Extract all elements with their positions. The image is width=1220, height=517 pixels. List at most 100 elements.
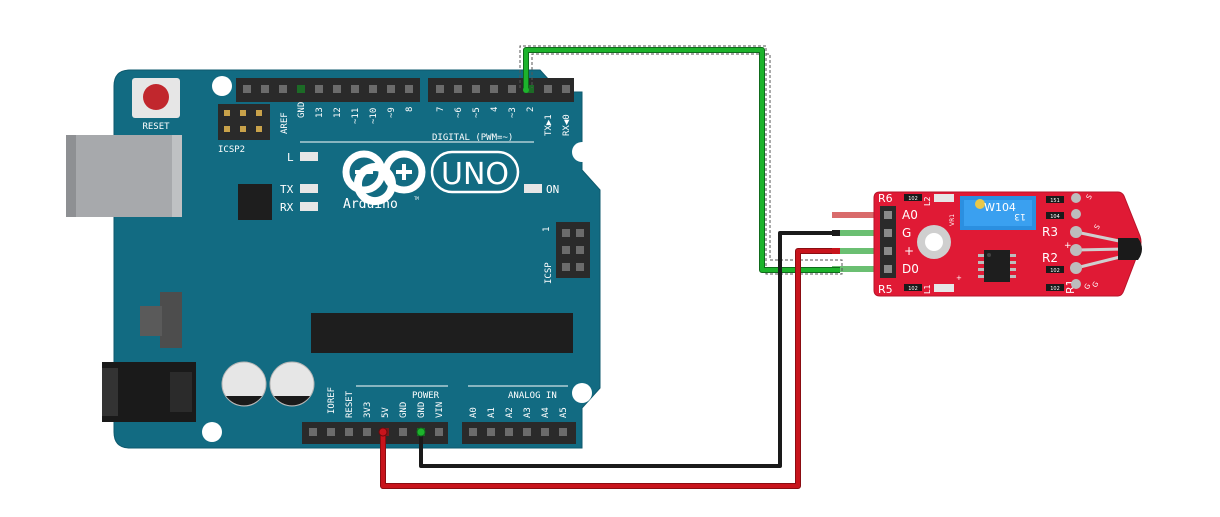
icsp-header [556,222,590,278]
digital-header-label: DIGITAL (PWM=~) [432,133,513,143]
pin-label-reset: RESET [345,390,355,418]
pin-label-a0: A0 [469,407,479,418]
smd-resistor: 102 [904,194,922,202]
pin-label-6: ~6 [454,107,464,118]
smd-code: 102 [1050,286,1060,292]
wire-endpoint [416,427,426,437]
pin-label-11: ~11 [351,108,361,124]
voltage-regulator [140,292,182,348]
pin-label-tx1: TX▶1 [544,114,554,136]
microcontroller-chip [311,313,573,353]
pin-label-12: 12 [333,107,343,118]
minus-icon [355,170,373,174]
digital-header-right [428,78,574,102]
led-tx-label: TX [280,183,294,196]
sensor-header-pins [832,212,884,272]
pin-label-13: 13 [315,107,325,118]
smd-led [934,194,954,202]
led-on: ON [524,183,559,196]
pin-label-3v3: 3V3 [363,402,373,418]
hall-sensor-module: R6 R5 A0 G + D0 L2 L1 102 102 W104 13 VR… [832,191,1142,297]
smd-code: 102 [908,196,918,202]
pin-label-a3: A3 [523,407,533,418]
label-l2: L2 [923,196,932,206]
mounting-hole [572,142,592,162]
smd-led [934,284,954,292]
label-side-s-top: S [1085,193,1094,201]
board-pcb [113,69,601,449]
pin-label-a1: A1 [487,407,497,418]
pin-label-9: ~9 [387,107,397,118]
sensor-header-block [880,206,896,278]
label-l1: L1 [923,284,932,294]
power-header [302,422,448,444]
led-l: L [287,151,318,164]
arduino-uno-board: RESET ICSP2 [66,69,601,449]
pin-label-gnd: GND [297,102,307,118]
smd-resistor: 104 [1046,212,1064,220]
label-r2: R2 [1042,251,1058,265]
digital-header-left [236,78,420,102]
wire-signal[interactable] [523,47,840,273]
pin-label-3: ~3 [508,107,518,118]
smd-code: 102 [908,286,918,292]
smd-code: 104 [1050,214,1060,220]
brand-label: Arduino [343,197,398,212]
label-r6: R6 [878,192,893,205]
label-plus-mark: + [956,274,962,282]
analog-header [462,422,576,444]
hall-sensor-body [1118,238,1142,260]
pin-label-aref: AREF [280,112,290,134]
pin-label-2: 2 [526,107,536,112]
power-header-label: POWER [412,391,440,401]
sensor-mounting-hole [925,233,943,251]
label-a0: A0 [902,208,918,222]
led-rx-label: RX [280,201,294,214]
label-g: G [902,226,911,240]
pot-sub: 13 [1014,211,1025,221]
analog-pin-labels: A0 A1 A2 A3 A4 A5 [469,407,569,418]
pin-label-gnd2: GND [417,402,427,418]
pin-label-7: 7 [436,107,446,112]
digital-pin-labels: AREF GND 13 12 ~11 ~10 ~9 8 7 ~6 ~5 4 ~3… [280,102,572,136]
pin-label-5: ~5 [472,107,482,118]
power-pin-labels: IOREF RESET 3V3 5V GND GND VIN [327,387,445,418]
pin-label-a5: A5 [559,407,569,418]
mounting-hole [572,383,592,403]
pin-label-5v: 5V [381,407,391,418]
icsp2-header [218,104,270,140]
wire-end-power [832,248,840,254]
icsp-label: ICSP [544,262,554,284]
hall-sensor-legs [1070,226,1125,274]
smd-code: 102 [1050,268,1060,274]
led-on-label: ON [546,183,559,196]
label-leg-g: G [1091,280,1101,289]
icsp2-label: ICSP2 [218,145,245,155]
smd-resistor: 102 [1046,266,1064,274]
icsp-pin1-label: 1 [542,227,552,232]
trim-screw-icon [975,199,985,209]
solder-pads [1071,193,1081,289]
wire-ground[interactable] [416,231,838,468]
pin-label-8: 8 [405,107,415,112]
label-d0: D0 [902,262,919,276]
smd-resistor: 102 [1046,284,1064,292]
pin-label-vin: VIN [435,402,445,418]
capacitor [221,361,267,407]
wire-selection-outline [519,45,843,275]
label-plus: + [904,244,914,258]
analog-header-label: ANALOG IN [508,391,557,401]
trademark-label: TM [414,196,419,201]
label-r3: R3 [1042,225,1058,239]
reset-button-cap[interactable] [143,84,169,110]
wire-endpoint [378,427,388,437]
wire-power[interactable] [378,248,838,489]
smd-resistor: 151 [1046,196,1064,204]
reset-label: RESET [142,122,170,132]
usb-connector [66,135,182,217]
pin-label-a4: A4 [541,407,551,418]
pin-label-10: ~10 [369,108,379,124]
smd-resistor: 102 [904,284,922,292]
potentiometer[interactable]: W104 13 [960,196,1036,230]
